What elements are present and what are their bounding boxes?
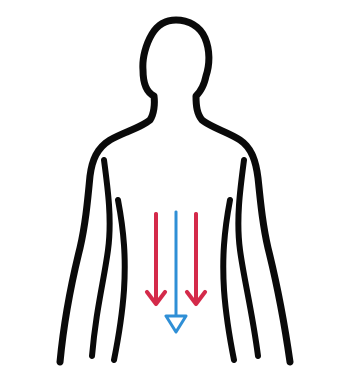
diagram-canvas bbox=[0, 0, 340, 367]
background bbox=[0, 0, 340, 367]
body-diagram bbox=[0, 0, 340, 367]
